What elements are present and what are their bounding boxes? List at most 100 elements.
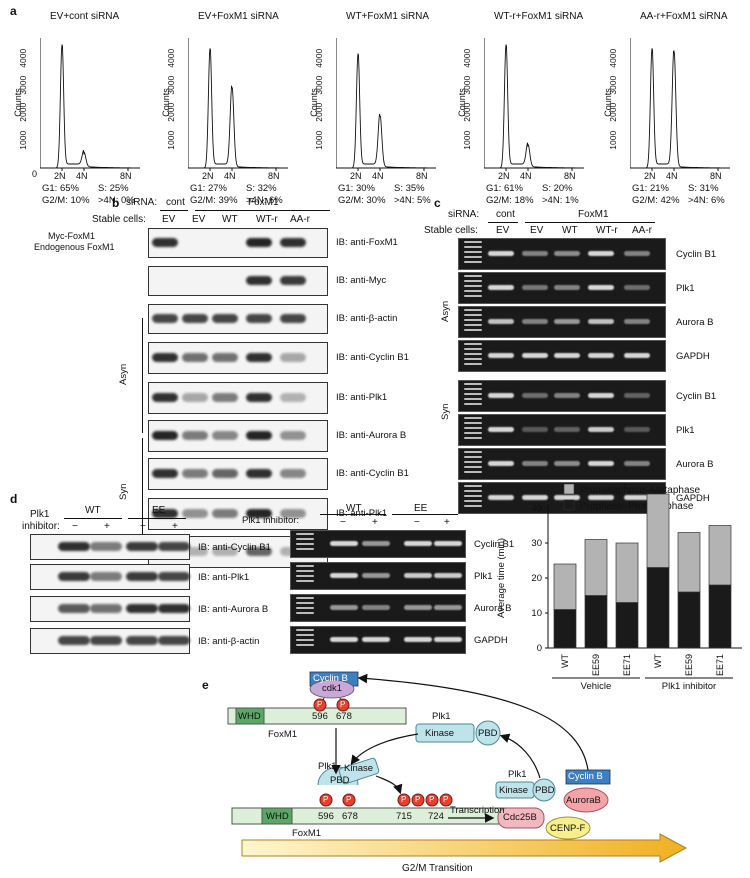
c-band-0-1 xyxy=(522,251,548,256)
flow-title-4: AA-r+FoxM1 siRNA xyxy=(640,11,728,22)
e-p-7: P xyxy=(429,795,435,804)
flow-title-3: WT-r+FoxM1 siRNA xyxy=(494,11,584,22)
b-band-4-0 xyxy=(152,393,178,402)
c-ladder-band-1-4 xyxy=(464,295,482,297)
c-ladder-6 xyxy=(464,451,482,476)
c-band-5-1 xyxy=(522,427,548,432)
d-gel-band-3-2 xyxy=(404,637,432,642)
c-ladder-band-3-3 xyxy=(464,358,482,360)
e-cdc25b: Cdc25B xyxy=(503,812,537,823)
c-ladder-band-6-4 xyxy=(464,471,482,473)
b-band-0-0 xyxy=(152,238,178,247)
b-lane-4: AA-r xyxy=(290,214,310,225)
b-sirna-label: siRNA: xyxy=(126,197,158,208)
d-ladder-band-0-3 xyxy=(296,548,314,550)
bar-1-2 xyxy=(615,542,639,603)
d-gel-label-1: Plk1 xyxy=(474,571,493,582)
c-ladder-band-2-0 xyxy=(464,309,482,311)
c-ladder-band-6-2 xyxy=(464,461,482,463)
d-gel-band-3-0 xyxy=(330,637,358,642)
e-whd-top: WHD xyxy=(238,711,261,722)
e-cyclin-b-right: Cyclin B xyxy=(568,771,603,782)
b-band-4-4 xyxy=(280,393,306,402)
d-band-2-3 xyxy=(158,604,190,613)
b-band-0-3 xyxy=(246,238,272,247)
b-band-7-3 xyxy=(246,509,272,518)
d-gel-sign-1: + xyxy=(372,517,378,528)
c-gel-label-0: Cyclin B1 xyxy=(676,249,717,260)
e-foxm1-bottom: FoxM1 xyxy=(292,828,322,839)
d-gel-ee-label: EE xyxy=(414,503,428,514)
c-gel-label-5: Plk1 xyxy=(676,425,695,436)
d-gel-band-2-3 xyxy=(434,605,462,610)
c-ladder-band-1-0 xyxy=(464,275,482,277)
d-band-2-2 xyxy=(126,604,158,613)
c-ladder-5 xyxy=(464,417,482,442)
c-ladder-band-0-2 xyxy=(464,251,482,253)
chart-ytick-label-2: 20 xyxy=(531,573,542,584)
c-band-6-0 xyxy=(488,461,514,466)
e-cyclin-b-top: Cyclin B xyxy=(313,673,348,684)
flow-g2m-1: G2/M: 39% xyxy=(190,195,238,206)
c-gel-label-6: Aurora B xyxy=(676,459,714,470)
flow-s-4: S: 31% xyxy=(688,183,719,194)
d-ladder-band-3-1 xyxy=(296,634,314,636)
c-lane-4: AA-r xyxy=(632,225,652,236)
b-band-8-1 xyxy=(182,547,208,556)
b-stable-label: Stable cells: xyxy=(92,214,146,225)
b-blot-4 xyxy=(148,382,328,414)
chart-xtick-label-2: EE71 xyxy=(622,654,632,676)
d-ib-1: IB: anti-Plk1 xyxy=(198,572,250,583)
flow-gt4n-4: >4N: 6% xyxy=(688,195,725,206)
b-band-6-3 xyxy=(246,469,272,478)
c-band-2-0 xyxy=(488,319,514,324)
d-gel-band-0-3 xyxy=(434,541,462,546)
b-blot-3 xyxy=(148,342,328,374)
c-band-2-1 xyxy=(522,319,548,324)
c-lane-3: WT-r xyxy=(596,225,618,236)
chart-ytick-label-0: 0 xyxy=(537,643,542,654)
c-foxm1-underline xyxy=(525,222,655,223)
flow-curve-2 xyxy=(336,53,436,169)
b-lane-3: WT-r xyxy=(256,214,278,225)
d-gel-band-2-1 xyxy=(362,605,390,610)
e-transition: G2/M Transition xyxy=(402,863,473,874)
flow-zero-label: 0 xyxy=(32,169,38,179)
d-sign-1: + xyxy=(104,521,110,532)
flow-g1-2: G1: 30% xyxy=(338,183,375,194)
c-ladder-band-5-0 xyxy=(464,417,482,419)
c-gel-label-4: Cyclin B1 xyxy=(676,391,717,402)
d-gel-band-3-3 xyxy=(434,637,462,642)
c-ladder-band-6-0 xyxy=(464,451,482,453)
b-band-2-4 xyxy=(280,314,306,323)
c-ladder-band-3-0 xyxy=(464,343,482,345)
flow-xtick-label-1-2: 8N xyxy=(268,171,280,181)
b-band-4-3 xyxy=(246,393,272,402)
d-ib-2: IB: anti-Aurora B xyxy=(198,604,269,615)
b-band-3-1 xyxy=(182,353,208,362)
d-gel-wt-underline xyxy=(320,514,386,515)
c-band-3-3 xyxy=(588,353,614,358)
c-ladder-band-2-4 xyxy=(464,329,482,331)
e-cenpf: CENP-F xyxy=(550,823,586,834)
b-ib-6: IB: anti-Cyclin B1 xyxy=(336,468,409,479)
c-ladder-band-2-1 xyxy=(464,314,482,316)
c-band-3-2 xyxy=(554,353,580,358)
e-transcription: Transcription xyxy=(450,805,505,816)
c-ladder-7 xyxy=(464,485,482,510)
e-plk1-top: Plk1 xyxy=(432,711,451,722)
c-gel-label-2: Aurora B xyxy=(676,317,714,328)
d-ladder-band-1-3 xyxy=(296,580,314,582)
d-gel-band-1-2 xyxy=(404,573,432,578)
b-band-6-4 xyxy=(280,469,306,478)
b-band-7-4 xyxy=(280,509,306,518)
e-site-678-top: 678 xyxy=(336,711,352,722)
b-band-1-3 xyxy=(246,276,272,285)
flow-title-1: EV+FoxM1 siRNA xyxy=(198,11,279,22)
flow-gt4n-2: >4N: 5% xyxy=(394,195,431,206)
chart-xtick-label-1: EE59 xyxy=(591,654,601,676)
b-band-7-2 xyxy=(212,509,238,518)
b-ib-7: IB: anti-Plk1 xyxy=(336,508,387,519)
d-gel-band-1-1 xyxy=(362,573,390,578)
d-ladder-band-3-0 xyxy=(296,629,314,631)
